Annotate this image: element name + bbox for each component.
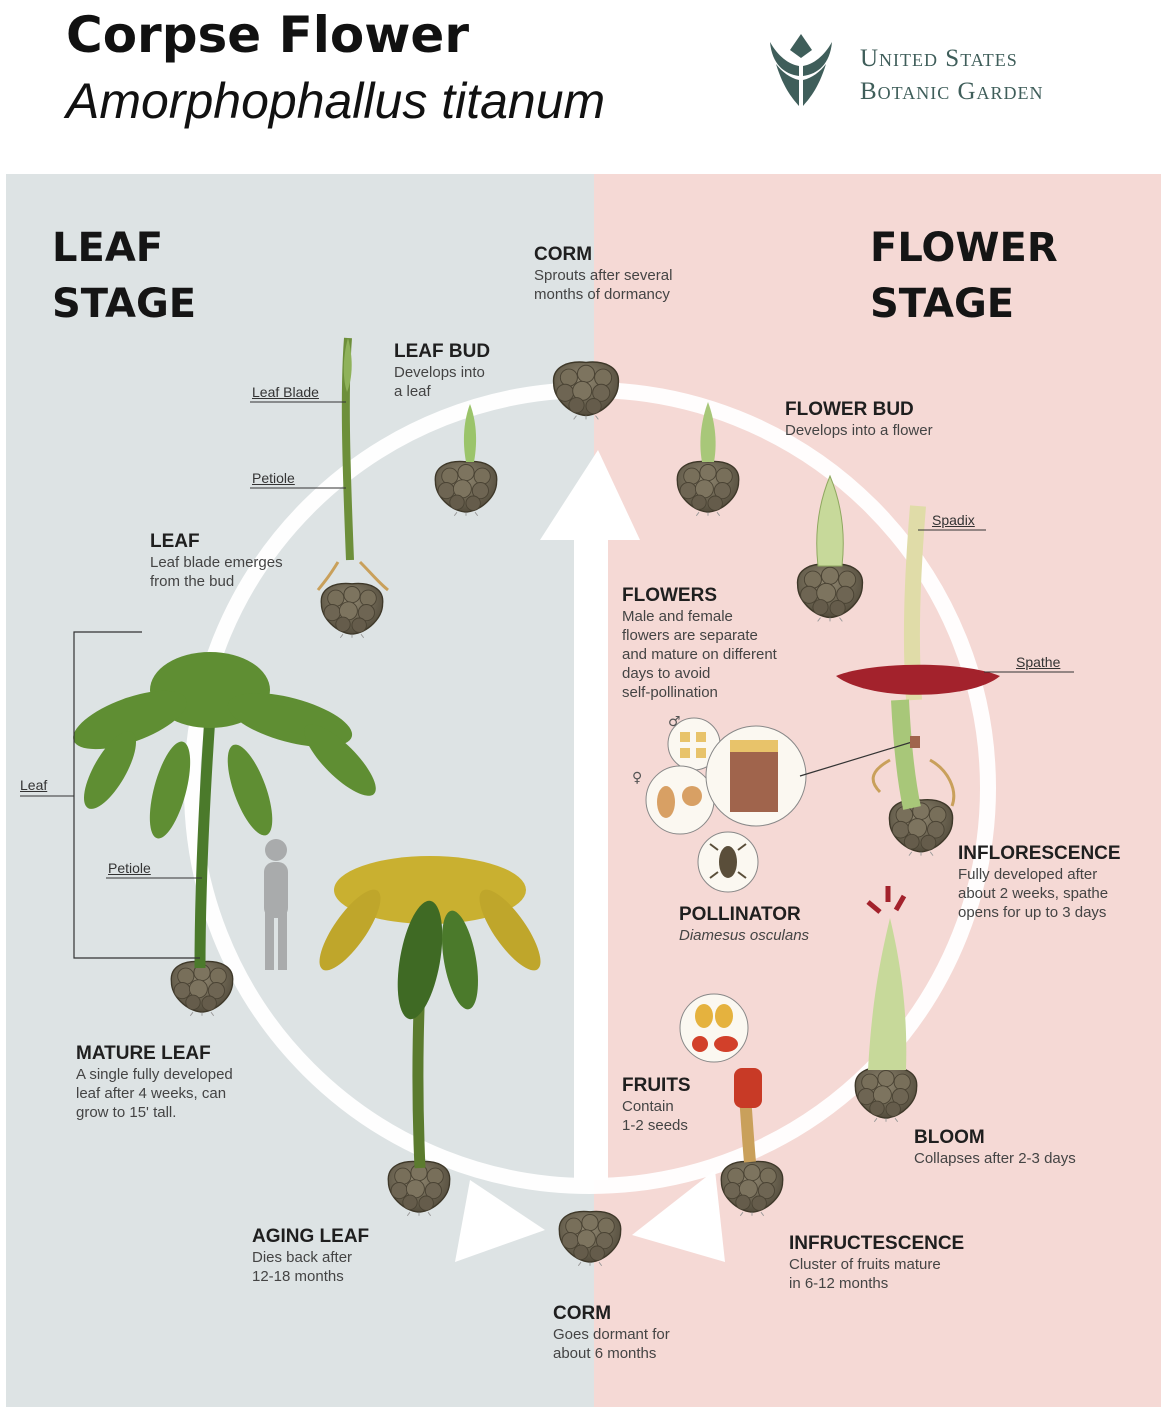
step-leaf-bud: LEAF BUD Develops into a leaf (394, 341, 490, 401)
bloom-shape (868, 918, 906, 1070)
step-label: INFRUCTESCENCE (789, 1233, 964, 1255)
corm-leaf-bud (435, 461, 496, 515)
step-desc: Fully developed after about 2 weeks, spa… (958, 865, 1121, 922)
step-desc: Contain 1-2 seeds (622, 1097, 691, 1135)
part-leaf: Leaf (20, 777, 47, 793)
step-label: INFLORESCENCE (958, 843, 1121, 865)
central-arrow (540, 450, 640, 1180)
corm-bottom (559, 1211, 620, 1265)
step-flower-bud: FLOWER BUD Develops into a flower (785, 399, 933, 440)
step-label: FLOWERS (622, 585, 777, 607)
corm-mature-leaf (171, 961, 232, 1015)
step-desc: Diamesus osculans (679, 926, 809, 945)
corm-leaf (321, 583, 382, 637)
step-desc: Dies back after 12-18 months (252, 1248, 369, 1286)
flower-stage-line-2: STAGE (870, 276, 1058, 332)
step-desc: Develops into a leaf (394, 363, 490, 401)
step-label: LEAF (150, 531, 283, 553)
flower-bud-large (817, 476, 844, 566)
step-label: LEAF BUD (394, 341, 490, 363)
step-inflorescence: INFLORESCENCE Fully developed after abou… (958, 843, 1121, 922)
step-flowers: FLOWERS Male and female flowers are sepa… (622, 585, 777, 702)
step-label: FLOWER BUD (785, 399, 933, 421)
step-aging-leaf: AGING LEAF Dies back after 12-18 months (252, 1226, 369, 1286)
step-label: CORM (553, 1303, 670, 1325)
part-spathe: Spathe (1016, 654, 1060, 670)
step-desc: A single fully developed leaf after 4 we… (76, 1065, 233, 1122)
part-petiole-lower: Petiole (108, 860, 151, 876)
step-label: CORM (534, 244, 672, 266)
step-desc: Male and female flowers are separate and… (622, 607, 777, 702)
flower-stage-line-1: FLOWER (870, 220, 1058, 276)
corm-bloom (855, 1067, 916, 1121)
step-desc: Leaf blade emerges from the bud (150, 553, 283, 591)
step-corm-bottom: CORM Goes dormant for about 6 months (553, 1303, 670, 1363)
step-leaf: LEAF Leaf blade emerges from the bud (150, 531, 283, 591)
step-desc: Goes dormant for about 6 months (553, 1325, 670, 1363)
human-scale-icon (264, 839, 288, 970)
step-corm-top: CORM Sprouts after several months of dor… (534, 244, 672, 304)
female-flower-detail (646, 766, 714, 834)
step-mature-leaf: MATURE LEAF A single fully developed lea… (76, 1043, 233, 1122)
part-leaf-blade: Leaf Blade (252, 384, 319, 400)
fruit-cluster (734, 1068, 762, 1108)
arrowhead-left (455, 1180, 545, 1262)
step-label: BLOOM (914, 1127, 1076, 1149)
corm-aging-leaf (388, 1161, 449, 1215)
step-pollinator: POLLINATOR Diamesus osculans (679, 904, 809, 945)
step-desc: Cluster of fruits mature in 6-12 months (789, 1255, 964, 1293)
leaf-stage-line-2: STAGE (52, 276, 196, 332)
leaf-stage-line-1: LEAF (52, 220, 196, 276)
mature-leaf-canopy (66, 652, 385, 842)
female-symbol-icon: ♀ (632, 770, 642, 786)
flower-stage-heading: FLOWER STAGE (870, 220, 1058, 332)
step-label: FRUITS (622, 1075, 691, 1097)
male-symbol-icon: ♂ (668, 714, 681, 730)
corm-infructescence (721, 1161, 782, 1215)
leaf-stage-heading: LEAF STAGE (52, 220, 196, 332)
part-petiole-top: Petiole (252, 470, 295, 486)
corm-flower-2 (798, 564, 863, 621)
step-fruits: FRUITS Contain 1-2 seeds (622, 1075, 691, 1135)
step-infructescence: INFRUCTESCENCE Cluster of fruits mature … (789, 1233, 964, 1293)
step-desc: Develops into a flower (785, 421, 933, 440)
fruits-detail (680, 994, 748, 1062)
corm-inflorescence (889, 800, 952, 856)
corm-flower-bud (677, 461, 738, 515)
step-label: AGING LEAF (252, 1226, 369, 1248)
aging-leaf-canopy (309, 856, 550, 1023)
step-bloom: BLOOM Collapses after 2-3 days (914, 1127, 1076, 1168)
part-spadix: Spadix (932, 512, 975, 528)
step-label: MATURE LEAF (76, 1043, 233, 1065)
step-label: POLLINATOR (679, 904, 809, 926)
step-desc: Collapses after 2-3 days (914, 1149, 1076, 1168)
corm-top (554, 362, 619, 419)
step-desc: Sprouts after several months of dormancy (534, 266, 672, 304)
